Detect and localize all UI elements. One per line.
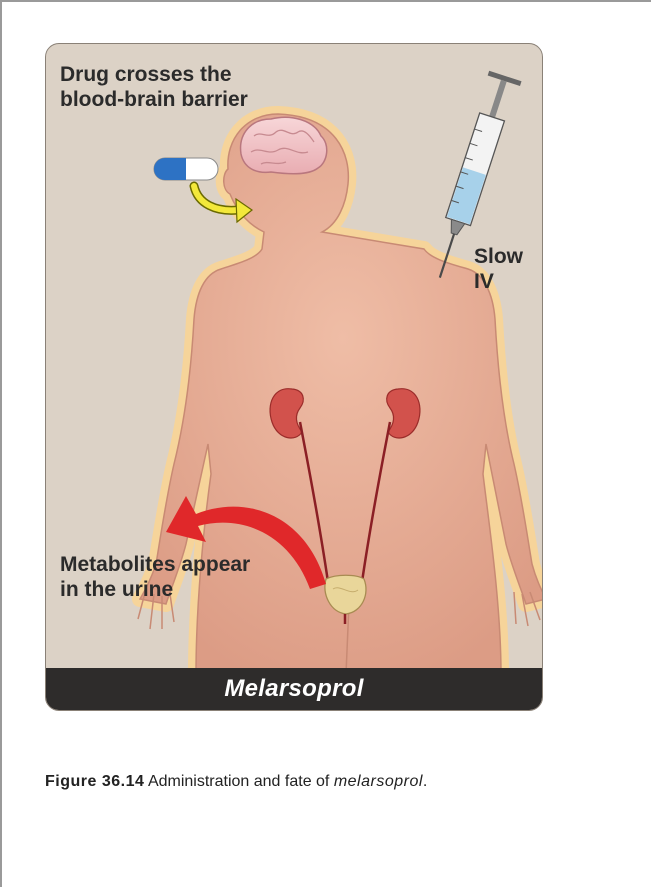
drug-name: Melarsoprol bbox=[224, 675, 363, 703]
capsule-icon bbox=[154, 158, 218, 180]
figure-illustration bbox=[46, 44, 543, 711]
figure-number: Figure 36.14 bbox=[45, 773, 144, 790]
label-metabolites: Metabolites appear in the urine bbox=[60, 552, 260, 602]
caption-end: . bbox=[423, 773, 427, 790]
caption-drug: melarsoprol bbox=[334, 773, 423, 790]
label-slow-iv: Slow IV bbox=[474, 244, 543, 294]
caption-text: Administration and fate of bbox=[144, 773, 333, 790]
brain-icon bbox=[241, 117, 327, 174]
figure-caption: Figure 36.14 Administration and fate of … bbox=[45, 773, 645, 791]
figure-panel: Drug crosses the blood-brain barrier Slo… bbox=[45, 43, 543, 711]
drug-name-banner: Melarsoprol bbox=[46, 668, 542, 710]
label-blood-brain-barrier: Drug crosses the blood-brain barrier bbox=[60, 62, 280, 112]
